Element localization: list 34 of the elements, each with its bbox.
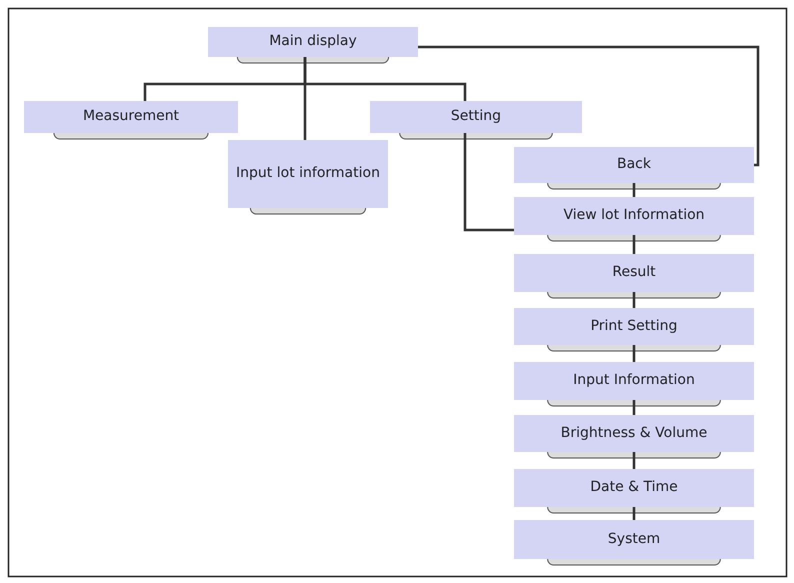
menu-label: Print Setting — [590, 318, 678, 336]
connector-line — [632, 183, 636, 197]
menu-label: Main display — [269, 33, 357, 51]
menu-box — [514, 197, 754, 235]
connector-line — [418, 46, 760, 166]
menu-label: Brightness & Volume — [560, 424, 708, 442]
menu-label: View lot Information — [563, 207, 705, 225]
menu-label: Input Information — [573, 372, 695, 390]
connector-line — [632, 452, 636, 469]
menu-box — [514, 469, 754, 507]
menu-label: Back — [617, 156, 651, 174]
connector-line — [632, 345, 636, 362]
connector-line — [632, 292, 636, 308]
connector-line — [632, 235, 636, 254]
menu-label: Result — [612, 264, 656, 282]
connector-line — [632, 507, 636, 520]
menu-box — [228, 140, 388, 208]
menu-label: Measurement — [82, 108, 180, 126]
connector-line — [632, 400, 636, 415]
menu-box — [370, 101, 582, 133]
menu-label: Date & Time — [590, 479, 678, 497]
menu-box — [514, 254, 754, 292]
menu-box — [514, 147, 754, 183]
menu-label: System — [608, 530, 660, 548]
menu-box — [514, 308, 754, 345]
menu-box — [514, 415, 754, 452]
menu-label: Setting — [450, 108, 502, 126]
connector-line — [304, 57, 466, 101]
menu-box — [208, 27, 418, 57]
menu-box — [514, 362, 754, 400]
menu-box — [514, 520, 754, 559]
connector-line — [464, 133, 514, 232]
menu-label: Input lot information — [236, 165, 380, 183]
menu-box — [24, 101, 238, 133]
